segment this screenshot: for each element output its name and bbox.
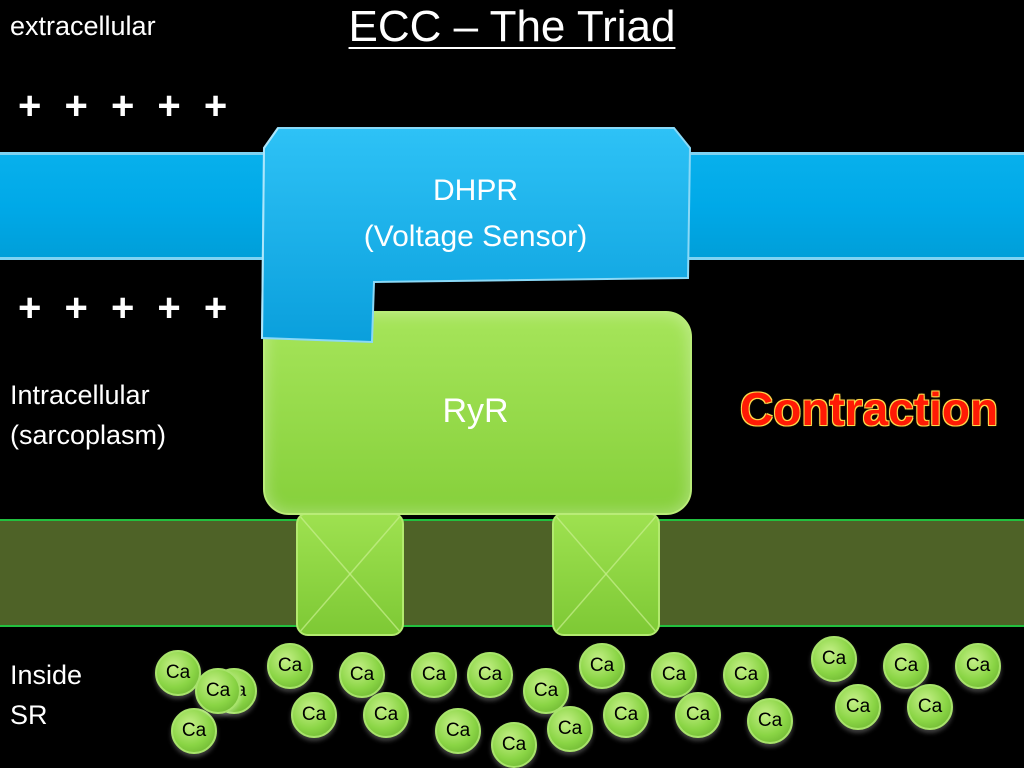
- calcium-ion: Ca: [723, 652, 769, 698]
- extracellular-label: extracellular: [10, 11, 156, 41]
- positive-charges-top: + + + + +: [18, 84, 234, 128]
- intracellular-label-line2: (sarcoplasm): [10, 420, 167, 450]
- calcium-ion: Ca: [195, 668, 241, 714]
- calcium-ion: Ca: [155, 650, 201, 696]
- intracellular-label-line1: Intracellular: [10, 380, 150, 410]
- calcium-ion: Ca: [491, 722, 537, 768]
- ryr-foot-left-bevel: [298, 514, 402, 634]
- calcium-ion: Ca: [579, 643, 625, 689]
- calcium-ion: Ca: [467, 652, 513, 698]
- calcium-ion: Ca: [291, 692, 337, 738]
- dhpr-label-line1: DHPR: [432, 174, 518, 207]
- ryr-receptor: [263, 311, 692, 515]
- ryr-foot-right-bevel: [554, 514, 658, 634]
- calcium-ion: Ca: [171, 708, 217, 754]
- ryr-foot-right: [552, 512, 660, 636]
- inside-sr-label-line2: SR: [10, 700, 48, 730]
- contraction-label: Contraction: [740, 383, 999, 435]
- sr-membrane: [0, 519, 1024, 627]
- calcium-ion: Ca: [811, 636, 857, 682]
- calcium-ion: Ca: [267, 643, 313, 689]
- calcium-ion: Ca: [339, 652, 385, 698]
- calcium-ion: Ca: [603, 692, 649, 738]
- calcium-ion: Ca: [547, 706, 593, 752]
- calcium-ion: Ca: [955, 643, 1001, 689]
- page-title: ECC – The Triad: [348, 2, 676, 51]
- dhpr-voltage-sensor: [260, 127, 692, 344]
- calcium-ion: Ca: [675, 692, 721, 738]
- intracellular-label: Intracellular (sarcoplasm): [10, 375, 166, 455]
- inside-sr-label: Inside SR: [10, 655, 82, 735]
- calcium-ion: Ca: [523, 668, 569, 714]
- calcium-ion: Ca: [651, 652, 697, 698]
- calcium-ion: Ca: [435, 708, 481, 754]
- calcium-ion: Ca: [883, 643, 929, 689]
- calcium-ion: Ca: [747, 698, 793, 744]
- calcium-ion: Ca: [363, 692, 409, 738]
- dhpr-label: DHPR (Voltage Sensor): [263, 168, 688, 260]
- ryr-label: RyR: [442, 392, 509, 430]
- calcium-ion: Ca: [411, 652, 457, 698]
- calcium-ion: Ca: [907, 684, 953, 730]
- inside-sr-label-line1: Inside: [10, 660, 83, 690]
- dhpr-label-line2: (Voltage Sensor): [363, 220, 588, 253]
- ryr-foot-left: [296, 512, 404, 636]
- positive-charges-bottom: + + + + +: [18, 286, 234, 330]
- calcium-ion: Ca: [835, 684, 881, 730]
